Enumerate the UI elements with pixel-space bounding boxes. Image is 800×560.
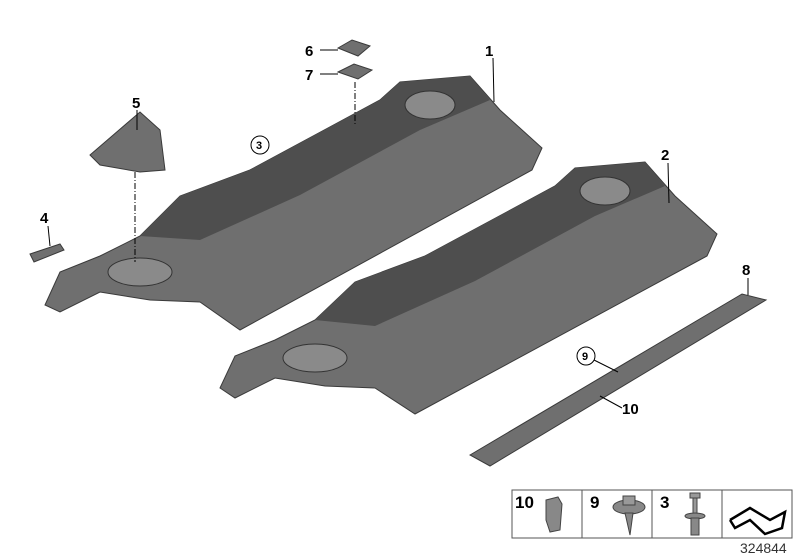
clip-nut-icon	[545, 496, 563, 533]
frame-7[interactable]	[336, 63, 374, 80]
cover-6[interactable]	[336, 39, 372, 57]
callout-5: 5	[132, 95, 140, 112]
callout-9-circle	[576, 346, 596, 366]
callout-10: 10	[622, 401, 639, 418]
callout-6: 6	[305, 43, 313, 60]
legend-number-3: 3	[660, 493, 669, 512]
callout-9: 9	[582, 351, 588, 363]
callout-7: 7	[305, 67, 313, 84]
expanding-rivet-icon	[684, 492, 706, 536]
callout-2: 2	[661, 147, 669, 164]
direction-arrow-icon	[728, 506, 787, 536]
callout-4: 4	[40, 210, 49, 227]
reference-number: 324844	[740, 540, 787, 556]
callout-3: 3	[256, 140, 262, 152]
callout-1: 1	[485, 43, 493, 60]
screw-icon	[612, 495, 646, 536]
callout-3-circle	[250, 135, 270, 155]
cover-5[interactable]	[89, 111, 166, 173]
rear-shelf-panel-2[interactable]	[219, 161, 718, 415]
speaker-grille-8[interactable]	[468, 293, 768, 467]
clip-4[interactable]	[29, 243, 65, 263]
legend-number-9: 9	[590, 493, 599, 512]
fastener-legend: 10 9 3	[511, 489, 793, 539]
rear-shelf-panel-1[interactable]	[44, 75, 543, 331]
legend-number-10: 10	[515, 493, 534, 512]
callout-8: 8	[742, 262, 750, 279]
